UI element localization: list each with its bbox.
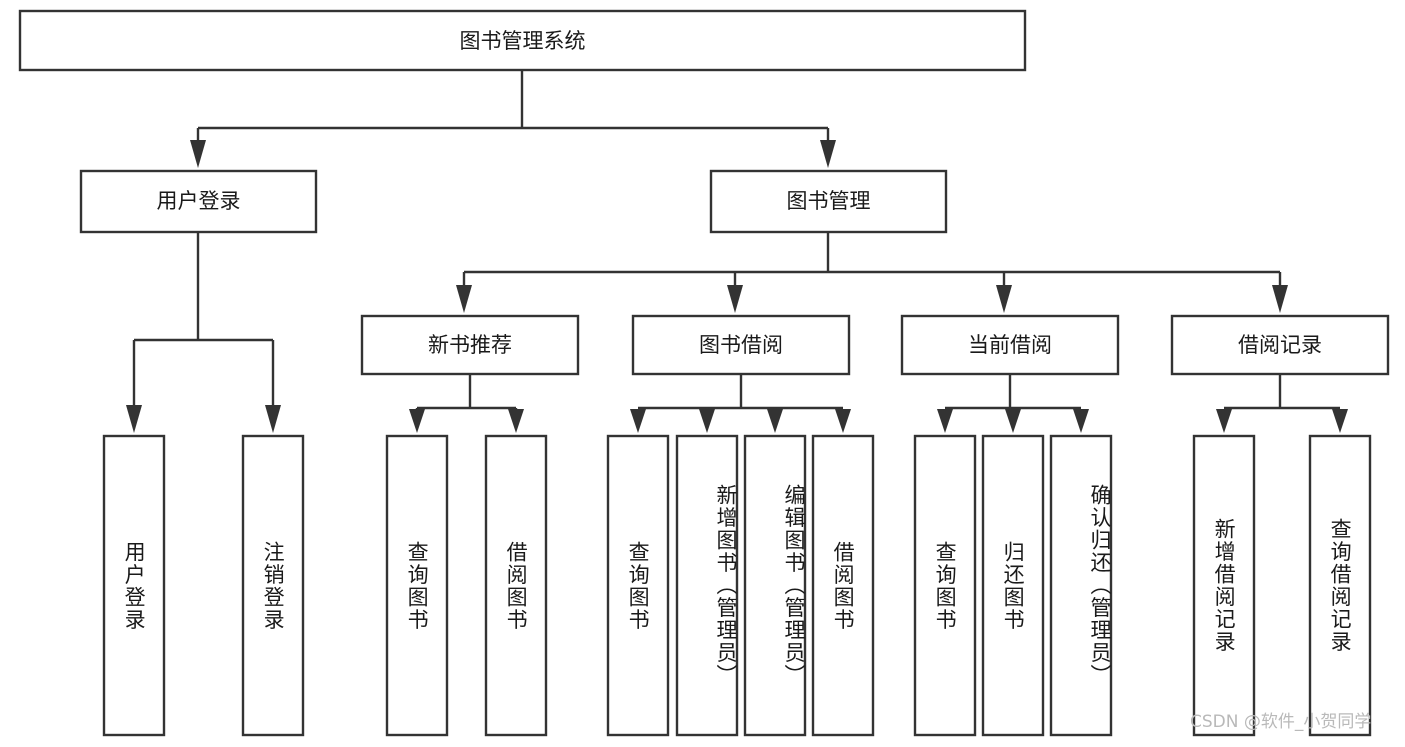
connector-group-borrow-record bbox=[1216, 374, 1348, 433]
node-label-leaf-current-return-book: 归还图书 bbox=[1001, 540, 1026, 631]
connector-group-book-borrow bbox=[630, 374, 851, 433]
node-box-leaf-user-logout[interactable] bbox=[241, 434, 305, 737]
node-box-leaf-borrow-query-book[interactable] bbox=[606, 434, 670, 737]
arrow-record-leaf-1 bbox=[1216, 409, 1232, 433]
node-label-leaf-borrow-edit-book: 编辑图书（管理员） bbox=[782, 484, 806, 687]
node-label-leaf-user-login: 用户登录 bbox=[122, 540, 147, 631]
arrow-borrow-leaf-1 bbox=[630, 409, 646, 433]
connector-group-user-login bbox=[126, 232, 281, 433]
node-label-leaf-rec-query-book: 查询图书 bbox=[405, 540, 430, 631]
node-box-leaf-current-return-book[interactable] bbox=[981, 434, 1045, 737]
node-box-leaf-borrow-add-book[interactable] bbox=[675, 434, 739, 737]
arrow-borrow-leaf-4 bbox=[835, 409, 851, 433]
node-box-leaf-borrow-borrow-book[interactable] bbox=[811, 434, 875, 737]
node-label-leaf-borrow-borrow-book: 借阅图书 bbox=[831, 540, 856, 631]
node-box-leaf-current-query-book[interactable] bbox=[913, 434, 977, 737]
arrow-bm-to-book-borrow bbox=[727, 285, 743, 313]
arrow-rec-leaf-2 bbox=[508, 409, 524, 433]
node-label-user-login: 用户登录 bbox=[157, 189, 241, 213]
arrow-bm-to-new-book-recommend bbox=[456, 285, 472, 313]
node-box-leaf-user-login[interactable] bbox=[102, 434, 166, 737]
arrow-record-leaf-2 bbox=[1332, 409, 1348, 433]
watermark-text: CSDN @软件_小贺同学 bbox=[1190, 712, 1372, 732]
arrow-current-leaf-2 bbox=[1005, 409, 1021, 433]
connector-group-current-borrow bbox=[937, 374, 1089, 433]
connector-group-book-manage bbox=[456, 232, 1288, 313]
node-label-leaf-record-add: 新增借阅记录 bbox=[1212, 518, 1237, 653]
connector-group-root bbox=[190, 70, 836, 168]
node-box-new-book-recommend[interactable] bbox=[360, 314, 580, 376]
arrow-root-to-book-manage bbox=[820, 140, 836, 168]
node-label-leaf-current-query-book: 查询图书 bbox=[933, 540, 958, 631]
node-label-root: 图书管理系统 bbox=[460, 29, 586, 53]
node-box-leaf-current-confirm-return[interactable] bbox=[1049, 434, 1113, 737]
node-label-current-borrow: 当前借阅 bbox=[968, 333, 1052, 357]
arrow-user-login-leaf-2 bbox=[265, 405, 281, 433]
arrow-user-login-leaf-1 bbox=[126, 405, 142, 433]
node-label-new-book-recommend: 新书推荐 bbox=[428, 333, 512, 357]
node-box-leaf-record-add[interactable] bbox=[1192, 434, 1256, 737]
arrow-bm-to-borrow-record bbox=[1272, 285, 1288, 313]
node-box-user-login[interactable] bbox=[79, 169, 318, 234]
node-box-leaf-rec-borrow-book[interactable] bbox=[484, 434, 548, 737]
node-label-leaf-user-logout: 注销登录 bbox=[261, 540, 286, 631]
arrow-root-to-user-login bbox=[190, 140, 206, 168]
node-box-current-borrow[interactable] bbox=[900, 314, 1120, 376]
node-label-book-manage: 图书管理 bbox=[787, 189, 871, 213]
node-box-root[interactable] bbox=[18, 9, 1027, 72]
node-box-leaf-rec-query-book[interactable] bbox=[385, 434, 449, 737]
arrow-rec-leaf-1 bbox=[409, 409, 425, 433]
node-box-leaf-borrow-edit-book[interactable] bbox=[743, 434, 807, 737]
node-label-leaf-record-query: 查询借阅记录 bbox=[1328, 518, 1353, 653]
connector-group-new-book-recommend bbox=[409, 374, 524, 433]
node-label-leaf-current-confirm-return: 确认归还（管理员） bbox=[1088, 484, 1112, 687]
node-label-leaf-borrow-add-book: 新增图书（管理员） bbox=[714, 484, 738, 687]
node-label-borrow-record: 借阅记录 bbox=[1238, 333, 1322, 357]
node-label-leaf-borrow-query-book: 查询图书 bbox=[626, 540, 651, 631]
arrow-bm-to-current-borrow bbox=[996, 285, 1012, 313]
node-box-book-manage[interactable] bbox=[709, 169, 948, 234]
node-box-leaf-record-query[interactable] bbox=[1308, 434, 1372, 737]
arrow-current-leaf-1 bbox=[937, 409, 953, 433]
arrow-borrow-leaf-3 bbox=[767, 409, 783, 433]
node-label-leaf-rec-borrow-book: 借阅图书 bbox=[504, 540, 529, 631]
arrow-borrow-leaf-2 bbox=[699, 409, 715, 433]
arrow-current-leaf-3 bbox=[1073, 409, 1089, 433]
node-label-book-borrow: 图书借阅 bbox=[699, 333, 783, 357]
node-box-book-borrow[interactable] bbox=[631, 314, 851, 376]
node-box-borrow-record[interactable] bbox=[1170, 314, 1390, 376]
